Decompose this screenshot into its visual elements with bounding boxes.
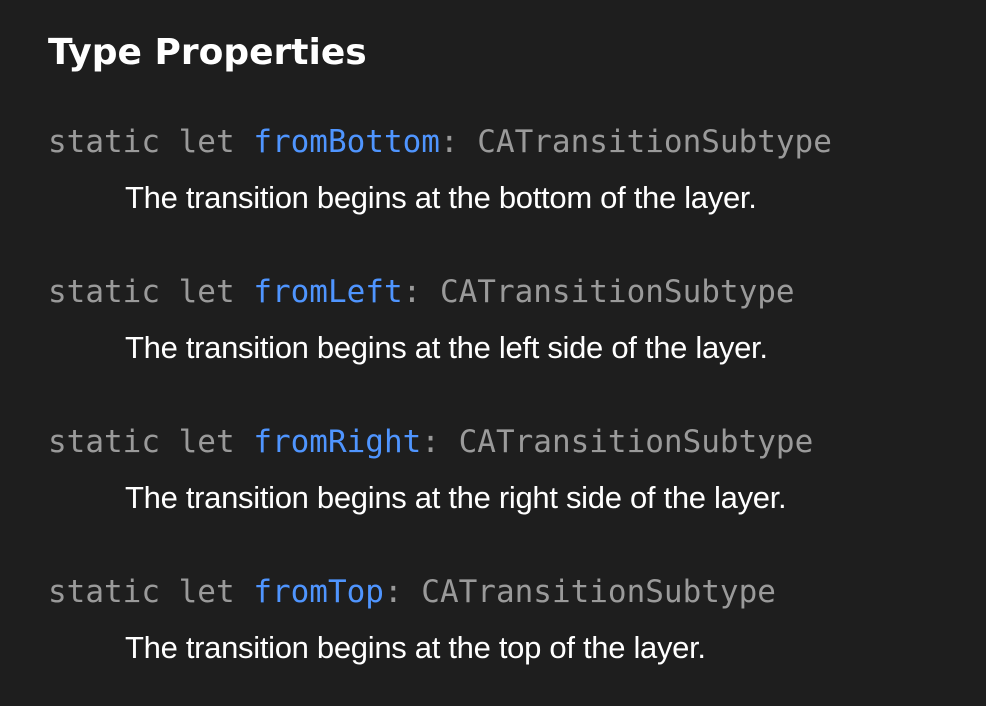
declaration-type: CATransitionSubtype bbox=[421, 574, 776, 610]
property-description: The transition begins at the right side … bbox=[125, 480, 787, 515]
declaration: static let fromBottom: CATransitionSubty… bbox=[48, 118, 968, 166]
declaration: static let fromRight: CATransitionSubtyp… bbox=[48, 418, 968, 466]
declaration-keyword: static let bbox=[48, 124, 254, 160]
property-description: The transition begins at the bottom of t… bbox=[125, 180, 757, 215]
symbol-link-from-right[interactable]: fromRight bbox=[253, 424, 422, 460]
declaration-keyword: static let bbox=[48, 424, 254, 460]
property-from-bottom: static let fromBottom: CATransitionSubty… bbox=[48, 118, 968, 220]
declaration: static let fromLeft: CATransitionSubtype bbox=[48, 268, 968, 316]
declaration-separator: : bbox=[402, 274, 440, 310]
declaration: static let fromTop: CATransitionSubtype bbox=[48, 568, 968, 616]
property-from-top: static let fromTop: CATransitionSubtype … bbox=[48, 568, 968, 670]
declaration-separator: : bbox=[383, 574, 422, 610]
declaration-keyword: static let bbox=[48, 274, 254, 310]
property-from-right: static let fromRight: CATransitionSubtyp… bbox=[48, 418, 968, 520]
declaration-separator: : bbox=[421, 424, 459, 460]
symbol-link-from-left[interactable]: fromLeft bbox=[253, 274, 403, 310]
declaration-type: CATransitionSubtype bbox=[458, 424, 814, 460]
declaration-type: CATransitionSubtype bbox=[439, 274, 795, 310]
symbol-link-from-top[interactable]: fromTop bbox=[253, 574, 384, 610]
property-description: The transition begins at the left side o… bbox=[125, 330, 768, 365]
property-from-left: static let fromLeft: CATransitionSubtype… bbox=[48, 268, 968, 370]
declaration-separator: : bbox=[439, 124, 478, 160]
symbol-link-from-bottom[interactable]: fromBottom bbox=[253, 124, 440, 160]
section-title: Type Properties bbox=[48, 32, 367, 73]
declaration-type: CATransitionSubtype bbox=[477, 124, 832, 160]
property-description: The transition begins at the top of the … bbox=[125, 630, 706, 665]
declaration-keyword: static let bbox=[48, 574, 254, 610]
